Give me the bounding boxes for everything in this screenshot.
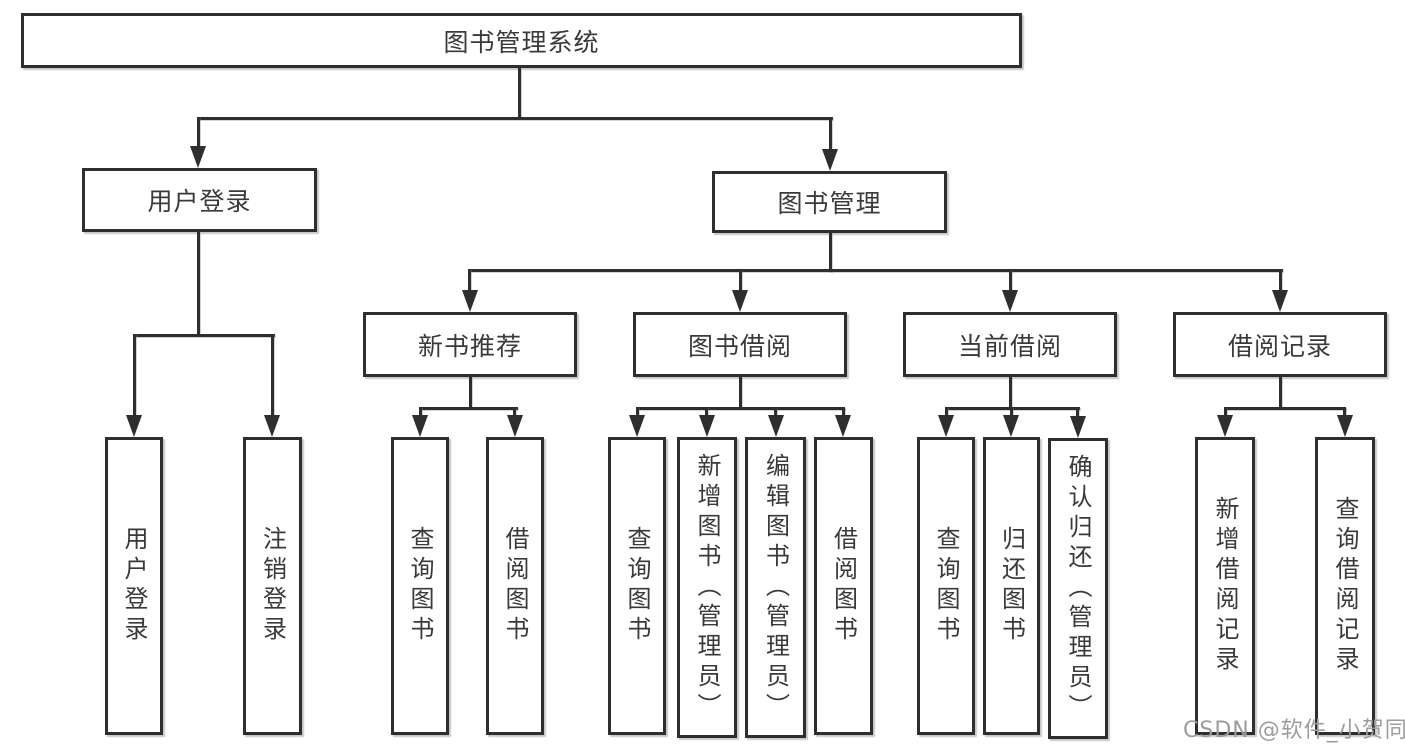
- node-borrow-records: 借阅记录: [1173, 312, 1387, 377]
- connector-borrow-records-stub: [1279, 377, 1282, 409]
- node-book-borrow: 图书借阅: [633, 312, 847, 377]
- watermark: CSDN @软件_小贺同学: [1183, 718, 1405, 743]
- leaf-borrow-books-recommend: 借阅图书: [486, 437, 544, 735]
- connector-user-login-stub: [197, 232, 200, 336]
- arrow-down-icon: [1002, 290, 1018, 312]
- leaf-query-books-borrow: 查询图书: [608, 437, 666, 735]
- arrow-down-icon: [507, 415, 523, 437]
- arrow-down-icon: [732, 290, 748, 312]
- connector-to-user-login: [197, 117, 200, 151]
- node-book-management: 图书管理: [712, 171, 947, 233]
- connector-leaf-drop: [1343, 407, 1346, 419]
- connector-leaf-drop: [636, 407, 639, 419]
- leaf-confirm-return-admin: 确认归还（管理员）: [1048, 438, 1108, 739]
- leaf-logout: 注销登录: [243, 437, 302, 735]
- connector-book-borrow-bar: [636, 407, 845, 410]
- connector-leaf-drop: [774, 407, 777, 419]
- connector-leaf-drop: [945, 407, 948, 419]
- connector-to-leaf-logout: [271, 334, 274, 419]
- node-root: 图书管理系统: [21, 13, 1022, 68]
- connector-leaf-drop: [1076, 407, 1079, 419]
- connector-to-book-management: [829, 117, 832, 155]
- arrow-down-icon: [629, 415, 645, 437]
- leaf-query-borrow-record: 查询借阅记录: [1315, 437, 1375, 735]
- connector-root-stub: [518, 68, 521, 118]
- connector-root-bar: [197, 117, 833, 120]
- leaf-borrow-books-borrow: 借阅图书: [814, 437, 873, 735]
- connector-leaf-drop: [1010, 407, 1013, 419]
- connector-leaf-drop: [1224, 407, 1227, 419]
- connector-book-borrow-stub: [739, 377, 742, 409]
- arrow-down-icon: [412, 415, 428, 437]
- connector-borrow-records-bar: [1224, 407, 1346, 410]
- arrow-down-icon: [835, 415, 851, 437]
- connector-leaf-drop: [842, 407, 845, 419]
- connector-leaf-drop: [419, 407, 422, 419]
- leaf-edit-book-admin: 编辑图书（管理员）: [745, 437, 806, 738]
- arrow-down-icon: [126, 415, 142, 437]
- connector-leaf-drop: [513, 407, 516, 419]
- connector-new-book-bar: [419, 407, 518, 410]
- leaf-user-login: 用户登录: [105, 437, 163, 735]
- leaf-add-borrow-record: 新增借阅记录: [1195, 437, 1255, 735]
- arrow-down-icon: [1272, 290, 1288, 312]
- connector-new-book-stub: [469, 377, 472, 409]
- arrow-down-icon: [264, 415, 280, 437]
- leaf-query-books-current: 查询图书: [917, 437, 975, 735]
- connector-to-new-book: [468, 269, 471, 294]
- connector-to-leaf-user-login: [133, 334, 136, 419]
- connector-to-current-borrow: [1009, 269, 1012, 294]
- leaf-return-book: 归还图书: [983, 437, 1040, 735]
- connector-to-borrow-records: [1279, 269, 1282, 294]
- connector-leaf-drop: [705, 407, 708, 419]
- node-new-book-recommend: 新书推荐: [363, 312, 577, 377]
- connector-user-login-bar: [133, 334, 275, 337]
- arrow-down-icon: [938, 415, 954, 437]
- arrow-down-icon: [822, 149, 838, 171]
- leaf-query-books-recommend: 查询图书: [391, 437, 449, 735]
- node-user-login: 用户登录: [82, 168, 317, 232]
- connector-current-borrow-stub: [1009, 377, 1012, 409]
- arrow-down-icon: [190, 146, 206, 168]
- node-current-borrow: 当前借阅: [903, 312, 1117, 377]
- connector-to-book-borrow: [739, 269, 742, 294]
- arrow-down-icon: [1337, 415, 1353, 437]
- arrow-down-icon: [1070, 416, 1086, 438]
- arrow-down-icon: [1217, 415, 1233, 437]
- connector-book-mgmt-stub: [829, 233, 832, 272]
- connector-book-mgmt-bar: [468, 269, 1283, 272]
- arrow-down-icon: [699, 415, 715, 437]
- arrow-down-icon: [768, 415, 784, 437]
- arrow-down-icon: [462, 290, 478, 312]
- leaf-add-book-admin: 新增图书（管理员）: [677, 437, 737, 738]
- arrow-down-icon: [1003, 415, 1019, 437]
